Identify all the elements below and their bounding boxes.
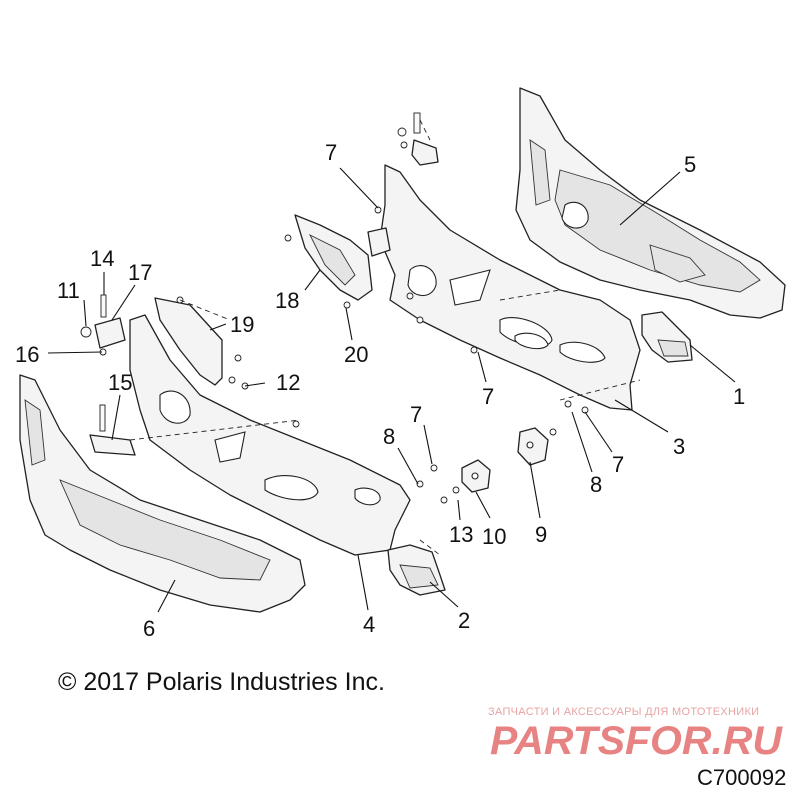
watermark-logo: PARTSFOR.RU bbox=[490, 719, 783, 762]
part-15-bracket bbox=[89, 404, 136, 456]
part-18-bracket bbox=[294, 214, 373, 301]
part-17-bracket bbox=[80, 294, 126, 356]
callout-7-center: 7 bbox=[410, 402, 422, 427]
callout-7-mid: 7 bbox=[482, 384, 494, 409]
callout-18: 18 bbox=[275, 288, 299, 313]
callout-15: 15 bbox=[108, 370, 132, 395]
alignment-lines bbox=[129, 119, 641, 556]
callout-7-top: 7 bbox=[325, 140, 337, 165]
diagram-code: C700092 bbox=[697, 765, 787, 790]
leader-lines bbox=[47, 167, 736, 613]
callout-8-right: 8 bbox=[590, 472, 602, 497]
part-small-top-bracket bbox=[397, 112, 439, 166]
callout-1: 1 bbox=[733, 384, 745, 409]
callout-11: 11 bbox=[57, 278, 80, 303]
callout-19: 19 bbox=[230, 312, 254, 337]
callout-10: 10 bbox=[482, 524, 506, 549]
callout-12: 12 bbox=[276, 370, 300, 395]
fastener-set bbox=[176, 206, 589, 504]
part-bracket-mid bbox=[367, 227, 391, 257]
part-6-outer-panel bbox=[19, 374, 306, 613]
part-3-inner-frame bbox=[379, 164, 641, 411]
callout-4: 4 bbox=[363, 612, 375, 637]
part-10-bracket bbox=[461, 459, 491, 493]
callout-6: 6 bbox=[143, 616, 155, 641]
callout-8-left: 8 bbox=[383, 424, 395, 449]
part-4-inner-frame bbox=[129, 314, 411, 556]
callout-20: 20 bbox=[344, 342, 368, 367]
callout-2: 2 bbox=[458, 608, 470, 633]
part-19-plate bbox=[154, 297, 223, 386]
callout-13: 13 bbox=[449, 522, 473, 547]
callout-5: 5 bbox=[684, 152, 696, 177]
callout-16: 16 bbox=[15, 342, 39, 367]
part-1-latch bbox=[641, 311, 693, 363]
copyright-notice: © 2017 Polaris Industries Inc. bbox=[58, 668, 385, 696]
part-5-outer-panel bbox=[515, 87, 786, 319]
callout-3: 3 bbox=[673, 434, 685, 459]
callout-7-right: 7 bbox=[612, 452, 624, 477]
watermark-logo-text: PARTSFOR.RU bbox=[490, 719, 783, 762]
part-9-bracket bbox=[517, 427, 549, 466]
callout-17: 17 bbox=[128, 260, 152, 285]
watermark-tagline: ЗАПЧАСТИ И АКСЕССУАРЫ ДЛЯ МОТОТЕХНИКИ bbox=[488, 706, 760, 718]
callout-14: 14 bbox=[90, 246, 114, 271]
callout-9: 9 bbox=[535, 522, 547, 547]
